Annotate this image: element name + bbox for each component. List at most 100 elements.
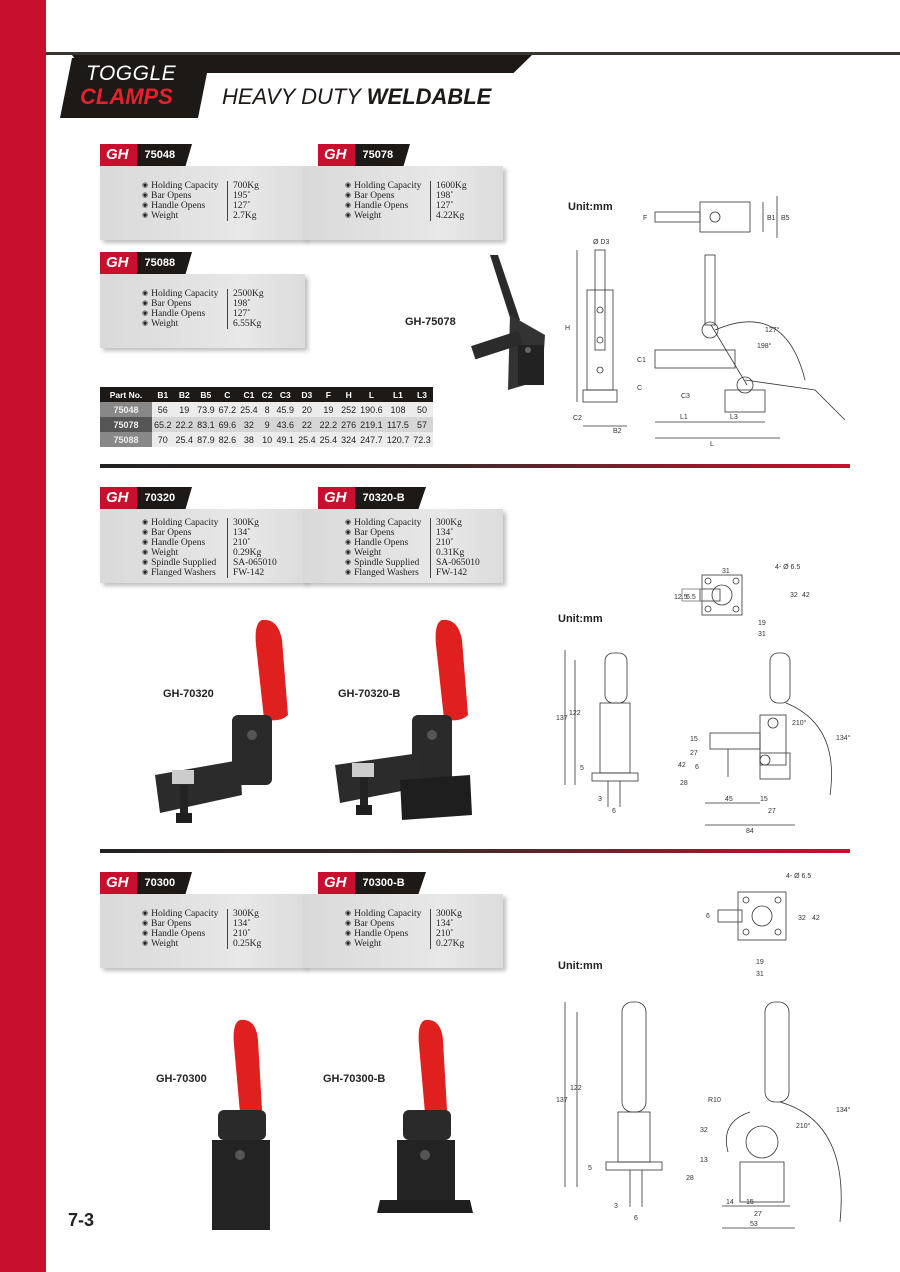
spec-label: Handle Opens	[142, 309, 228, 319]
spec-label: Spindle Supplied	[142, 558, 228, 568]
table-cell: 10	[259, 432, 275, 447]
table-header-cell: L1	[384, 387, 412, 402]
spec-label: Bar Opens	[142, 191, 228, 201]
table-cell: 219.1	[358, 417, 385, 432]
badge-75078: GH 75078	[318, 144, 410, 166]
dim-label: C	[637, 385, 642, 392]
spec-label: Holding Capacity	[142, 289, 228, 299]
table-header-cell: C1	[238, 387, 260, 402]
angle-label: 198°	[757, 342, 772, 350]
product-image-70300b	[377, 1019, 473, 1213]
brand-logo: GH	[318, 144, 355, 166]
spec-value: 700Kg	[233, 181, 259, 191]
dim-label: 84	[746, 828, 754, 835]
table-cell: 25.4	[317, 432, 340, 447]
spec-label: Holding Capacity	[142, 181, 228, 191]
dim-label: 12.5	[674, 594, 688, 601]
spec-value: 300Kg	[436, 518, 462, 528]
badge-75048: GH 75048	[100, 144, 192, 166]
dim-label: 42	[812, 915, 820, 922]
product-image-75078	[471, 255, 545, 390]
table-cell: 57	[411, 417, 433, 432]
spec-value: 195˚	[233, 191, 251, 201]
spec-label: Weight	[345, 939, 431, 949]
table-header-cell: B1	[152, 387, 174, 402]
spec-label: Bar Opens	[345, 191, 431, 201]
table-cell: 324	[339, 432, 359, 447]
dim-label: 45	[725, 796, 733, 803]
dim-label: L	[710, 441, 714, 448]
dim-label: 27	[768, 808, 776, 815]
angle-label: 134°	[836, 734, 850, 742]
table-cell: 190.6	[358, 402, 385, 417]
spec-label: Handle Opens	[142, 538, 228, 548]
dim-label: 122	[570, 1085, 582, 1092]
dim-label: 31	[756, 971, 764, 978]
spec-label: Holding Capacity	[142, 518, 228, 528]
spec-value: 300Kg	[233, 518, 259, 528]
spec-label: Bar Opens	[142, 919, 228, 929]
spec-label: Handle Opens	[142, 929, 228, 939]
title-clamps: CLAMPS	[80, 84, 173, 109]
model-number: 70320-B	[362, 492, 405, 504]
product-image-70320b	[335, 619, 472, 820]
table-header-cell: Part No.	[100, 387, 152, 402]
table-cell: 45.9	[274, 402, 297, 417]
brand-logo: GH	[318, 487, 355, 509]
table-cell: 120.7	[384, 432, 412, 447]
dim-label: 32	[700, 1127, 708, 1134]
spec-label: Weight	[345, 211, 431, 221]
spec-value: 127˚	[233, 309, 251, 319]
dim-label: 28	[686, 1175, 694, 1182]
product-image-70300	[212, 1019, 270, 1230]
unit-label: Unit:mm	[558, 960, 603, 972]
table-cell: 65.2	[152, 417, 174, 432]
subtitle-bold: WELDABLE	[366, 84, 492, 109]
table-header-cell: B5	[195, 387, 217, 402]
brand-logo: GH	[318, 872, 355, 894]
table-cell: 56	[152, 402, 174, 417]
table-cell: 22	[296, 417, 318, 432]
table-cell: 8	[259, 402, 275, 417]
model-number: 70300	[144, 877, 176, 889]
table-header-cell: C	[216, 387, 239, 402]
dim-label: 6	[706, 913, 710, 920]
dim-label: 137	[556, 1097, 568, 1104]
table-cell: 69.6	[216, 417, 239, 432]
table-cell: 22.2	[173, 417, 196, 432]
spec-value: 4.22Kg	[436, 211, 465, 221]
badge-70320: GH 70320	[100, 487, 192, 509]
spec-value: SA-065010	[436, 558, 480, 568]
spec-value: 210˚	[436, 538, 454, 548]
table-header-cell: D3	[296, 387, 318, 402]
dim-label: 15	[760, 796, 768, 803]
table-cell: 117.5	[384, 417, 412, 432]
header-title-block	[60, 58, 210, 118]
dim-label: B5	[781, 215, 790, 222]
table-cell: 276	[339, 417, 359, 432]
dim-label: C2	[573, 415, 582, 422]
table-part-number: 75088	[100, 432, 152, 447]
table-cell: 38	[238, 432, 260, 447]
unit-label: Unit:mm	[558, 613, 603, 625]
page-number: 7-3	[68, 1210, 95, 1230]
product-label-75078: GH-75078	[405, 316, 456, 328]
section-divider	[100, 464, 850, 468]
product-label-70300: GH-70300	[156, 1073, 207, 1085]
badge-70300b: GH 70300-B	[318, 872, 426, 894]
spec-row: Handle Opens 127˚	[142, 309, 264, 319]
spec-value: 134˚	[436, 528, 454, 538]
